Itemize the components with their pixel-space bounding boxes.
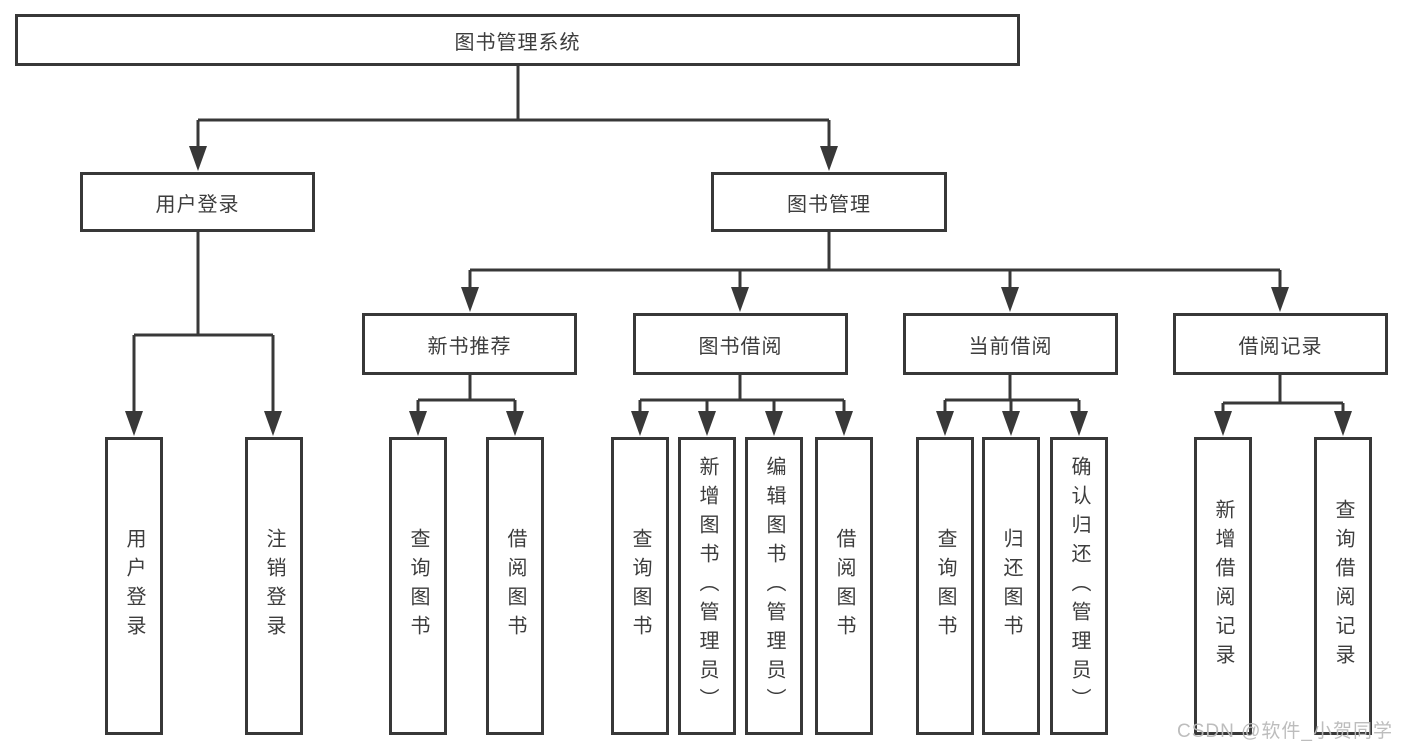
- leaf-label: 查询借阅记录: [1332, 499, 1354, 673]
- node-label: 图书管理: [787, 193, 871, 216]
- node-new-book-recommend: 新书推荐: [362, 313, 577, 375]
- node-borrowing-records: 借阅记录: [1173, 313, 1388, 375]
- leaf-label: 查询图书: [407, 528, 429, 644]
- leaf-label: 注销登录: [263, 528, 285, 644]
- node-label: 当前借阅: [968, 335, 1053, 358]
- node-label: 用户登录: [155, 193, 240, 216]
- leaf-nb-borrow-books: 借阅图书: [486, 437, 544, 735]
- leaf-label: 借阅图书: [833, 528, 855, 644]
- leaf-logout: 注销登录: [245, 437, 303, 735]
- arrow-heads: [125, 146, 1352, 436]
- node-label: 图书管理系统: [454, 31, 581, 54]
- leaf-label: 新增图书（管理员）: [696, 455, 718, 717]
- leaf-label: 查询图书: [934, 528, 956, 644]
- csdn-watermark: CSDN @软件_小贺同学: [1177, 721, 1393, 742]
- leaf-bb-add-books-admin: 新增图书（管理员）: [678, 437, 736, 735]
- leaf-cb-return-books: 归还图书: [982, 437, 1040, 735]
- leaf-label: 新增借阅记录: [1212, 499, 1234, 673]
- leaf-label: 查询图书: [629, 528, 651, 644]
- leaf-br-query-record: 查询借阅记录: [1314, 437, 1372, 735]
- node-book-borrowing: 图书借阅: [633, 313, 848, 375]
- node-user-login: 用户登录: [80, 172, 315, 232]
- leaf-label: 借阅图书: [504, 528, 526, 644]
- leaf-user-login: 用户登录: [105, 437, 163, 735]
- node-book-management: 图书管理: [711, 172, 947, 232]
- leaf-nb-query-books: 查询图书: [389, 437, 447, 735]
- leaf-label: 归还图书: [1000, 528, 1022, 644]
- node-system-root: 图书管理系统: [15, 14, 1020, 66]
- leaf-label: 确认归还（管理员）: [1068, 455, 1090, 717]
- leaf-bb-edit-books-admin: 编辑图书（管理员）: [745, 437, 803, 735]
- leaf-bb-borrow-books: 借阅图书: [815, 437, 873, 735]
- leaf-br-add-record: 新增借阅记录: [1194, 437, 1252, 735]
- leaf-cb-confirm-return-admin: 确认归还（管理员）: [1050, 437, 1108, 735]
- node-label: 新书推荐: [427, 335, 512, 358]
- leaf-label: 编辑图书（管理员）: [763, 455, 785, 717]
- leaf-label: 用户登录: [123, 528, 145, 644]
- leaf-bb-query-books: 查询图书: [611, 437, 669, 735]
- connector-paths: [132, 66, 1345, 415]
- node-label: 图书借阅: [698, 335, 783, 358]
- node-label: 借阅记录: [1238, 335, 1323, 358]
- node-current-borrowing: 当前借阅: [903, 313, 1118, 375]
- leaf-cb-query-books: 查询图书: [916, 437, 974, 735]
